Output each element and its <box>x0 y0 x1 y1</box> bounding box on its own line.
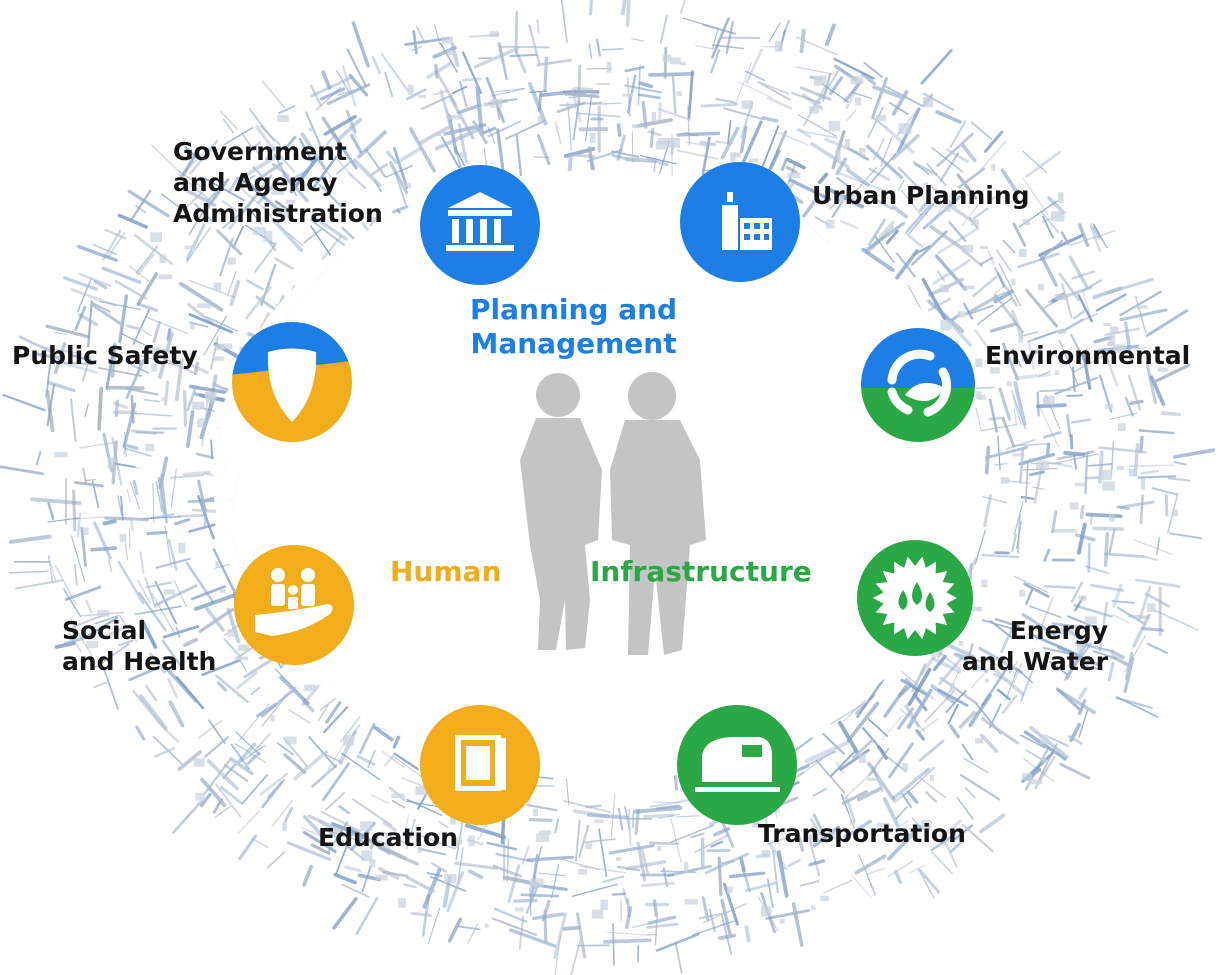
node-label-energy-water: Energy and Water <box>962 616 1109 676</box>
node-label-education: Education <box>318 823 458 852</box>
business-people-figures <box>520 372 706 655</box>
human-label: Human <box>390 555 502 588</box>
node-label-urban-planning: Urban Planning <box>812 181 1030 210</box>
planning-management-label: Planning and Management <box>470 293 678 360</box>
infrastructure-label: Infrastructure <box>590 555 812 588</box>
node-label-government: Government and Agency Administration <box>173 137 383 228</box>
node-label-public-safety: Public Safety <box>12 341 198 370</box>
energy-water-drops-icon[interactable] <box>857 540 973 656</box>
family-hand-icon[interactable] <box>234 545 354 665</box>
node-label-social-health: Social and Health <box>62 616 217 676</box>
train-icon[interactable] <box>677 705 797 825</box>
government-building-icon[interactable] <box>420 165 540 285</box>
city-buildings-icon[interactable] <box>680 162 800 282</box>
node-label-environmental: Environmental <box>985 341 1191 370</box>
node-label-transportation: Transportation <box>758 819 966 848</box>
book-icon[interactable] <box>420 705 540 825</box>
